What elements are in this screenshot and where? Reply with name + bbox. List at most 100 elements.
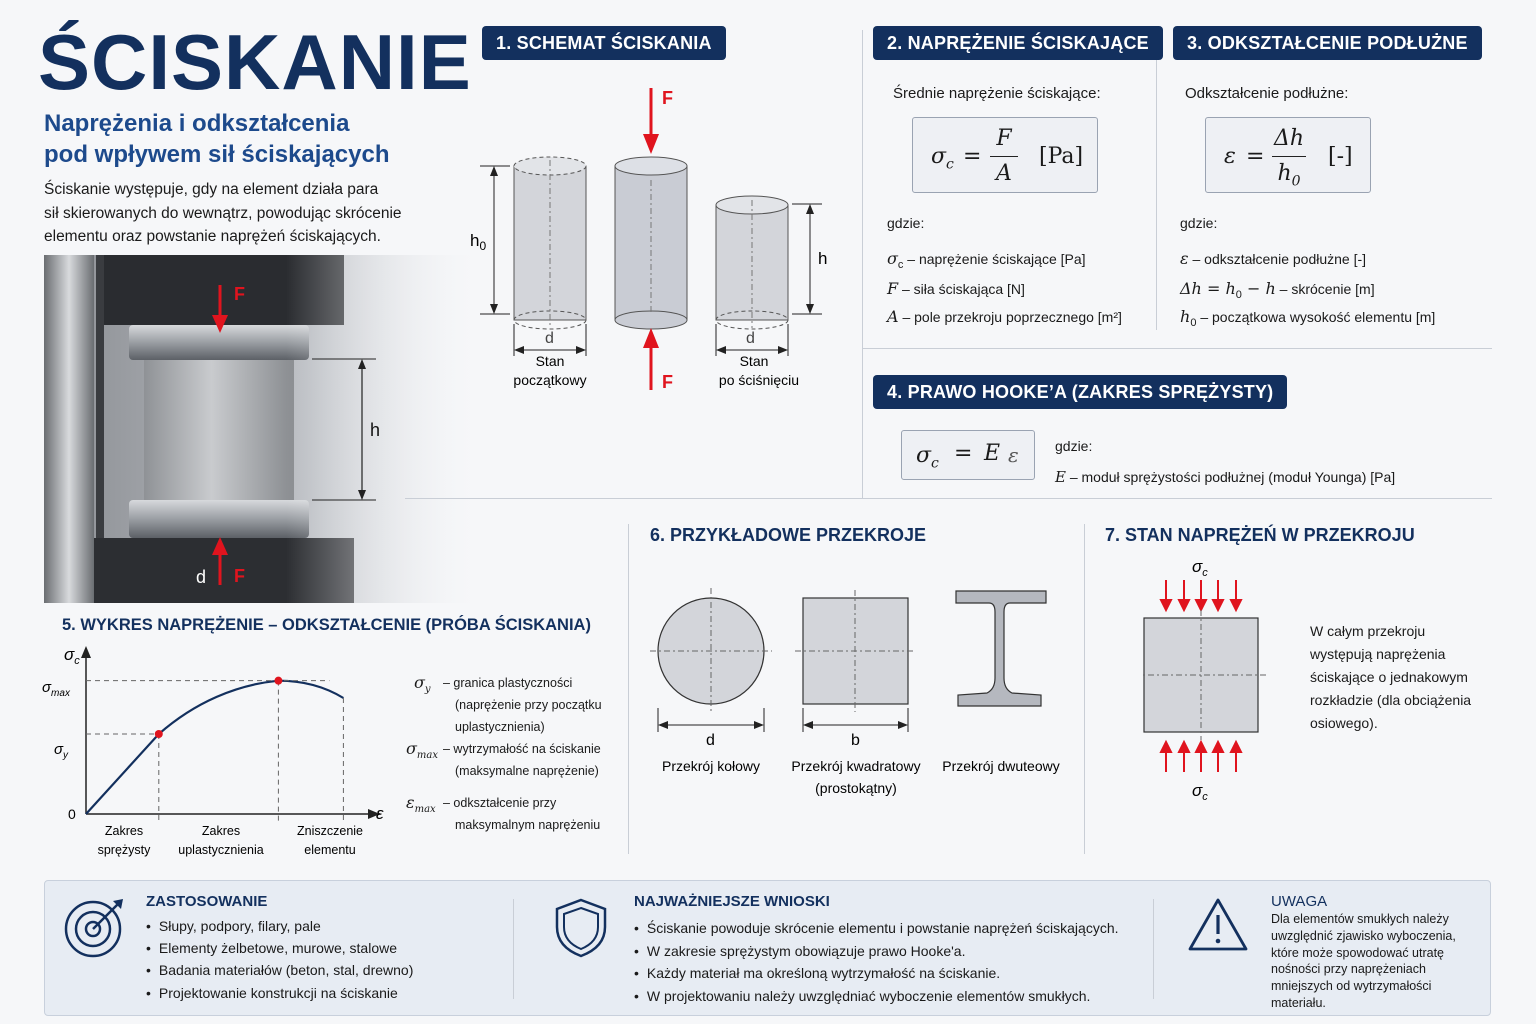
s2-unit: [Pa]: [1039, 144, 1084, 169]
s3-num: Δh: [1273, 126, 1305, 151]
s3-den: h0: [1277, 161, 1301, 190]
sigma-top: σc: [1192, 557, 1208, 579]
s1-f-bottom: F: [662, 372, 673, 392]
divider: [405, 498, 1492, 499]
intro-line: Ściskanie występuje, gdy na element dzia…: [44, 181, 379, 198]
section-7-title: 7. STAN NAPRĘŻEŃ W PRZEKROJU: [1105, 525, 1415, 545]
s2-lhs: σc: [931, 144, 954, 173]
s7-desc-line: osiowego).: [1310, 715, 1378, 731]
divider: [1084, 524, 1085, 854]
s3-def-2: Δh = h0 − h – skrócenie [m]: [1180, 279, 1375, 301]
s7-desc-line: W całym przekroju: [1310, 623, 1426, 639]
circle-label: Przekrój kołowy: [662, 758, 760, 774]
zone-label: Zniszczenie: [297, 824, 363, 838]
s3-lead: Odkształcenie podłużne:: [1185, 85, 1349, 102]
section-2-title: 2. NAPRĘŻENIE ŚCISKAJĄCE: [873, 26, 1163, 60]
section-1-title: 1. SCHEMAT ŚCISKANIA: [482, 26, 726, 60]
circle-dim: d: [706, 732, 715, 749]
origin-label: 0: [68, 806, 76, 822]
shield-icon: [555, 898, 607, 958]
s3-lhs: ε: [1224, 144, 1236, 169]
x-axis-label: ε: [376, 804, 384, 823]
fraction-bar: [990, 156, 1018, 157]
s1-d1: d: [545, 330, 554, 347]
photo-f-bottom: F: [234, 566, 245, 586]
legend-sym: σy: [414, 673, 431, 696]
s4-where: gdzie:: [1055, 438, 1093, 454]
stress-strain-chart: σc ε 0 σmax σy Zakres sprężysty Zakres u…: [42, 645, 384, 857]
fraction-bar: [1272, 156, 1306, 157]
divider: [1153, 899, 1154, 999]
intro-line: sił skierowanych do wewnątrz, powodując …: [44, 204, 402, 222]
s4-lhs: σc: [916, 443, 939, 472]
s2-eq: =: [963, 144, 982, 169]
divider: [513, 899, 514, 999]
legend-text: – wytrzymałość na ściskanie (maksymalne …: [443, 742, 601, 778]
s4-rhs-e: E: [984, 441, 1001, 466]
intro-line: elementu oraz powstanie naprężeń ściskaj…: [44, 228, 381, 245]
conclusions-item: Ściskanie powoduje skrócenie elementu i …: [634, 920, 1119, 936]
s1-initial-label: Stan: [536, 353, 565, 369]
s1-final-label: Stan: [740, 353, 769, 369]
cross-sections: d Przekrój kołowy b Przekrój kwadratowy …: [650, 588, 1060, 796]
warning-icon: [1188, 898, 1248, 951]
target-icon: [64, 899, 123, 958]
subtitle-line: Naprężenia i odkształcenia: [44, 110, 350, 137]
photo-d: d: [196, 567, 206, 587]
conclusions-item: Każdy materiał ma określoną wytrzymałość…: [634, 965, 1000, 981]
s1-final-label: po ściśnięciu: [719, 372, 799, 388]
square-dim: b: [851, 732, 860, 749]
section-5-title: 5. WYKRES NAPRĘŻENIE – ODKSZTAŁCENIE (PR…: [62, 616, 591, 634]
conclusions-item: W projektowaniu należy uwzględniać wyboc…: [634, 988, 1091, 1004]
s7-desc-line: rozkładzie (dla obciążenia: [1310, 692, 1472, 708]
page-title: ŚCISKANIE: [38, 18, 472, 106]
press-illustration: F F h d: [44, 255, 484, 603]
square-label: Przekrój kwadratowy: [791, 758, 920, 774]
conclusions-title: NAJWAŻNIEJSZE WNIOSKI: [634, 893, 830, 910]
warning-text: Dla elementów smukłych należy uwzględnić…: [1271, 912, 1456, 1010]
photo-f-top: F: [234, 284, 245, 304]
s3-def-1: ε – odkształcenie podłużne [-]: [1180, 249, 1367, 268]
warning-title: UWAGA: [1271, 893, 1328, 910]
s7-desc-line: występują naprężenia: [1310, 646, 1446, 662]
s3-unit: [-]: [1328, 144, 1353, 169]
photo-h: h: [370, 420, 380, 440]
s2-def-3: A – pole przekroju poprzecznego [m²]: [887, 307, 1122, 326]
i-beam-label: Przekrój dwuteowy: [942, 758, 1060, 774]
applications-title: ZASTOSOWANIE: [146, 893, 268, 910]
s1-d2: d: [746, 330, 755, 347]
s1-h0: h0: [470, 231, 486, 253]
page-subtitle: Naprężenia i odkształcenia pod wpływem s…: [44, 108, 390, 170]
s2-lead: Średnie naprężenie ściskające:: [893, 85, 1101, 102]
zone-label: Zakres: [105, 824, 143, 838]
divider: [862, 348, 1492, 349]
applications-item: Projektowanie konstrukcji na ściskanie: [146, 985, 398, 1001]
press-photo: F F h d: [44, 255, 484, 603]
y-axis-label: σc: [64, 645, 80, 667]
s3-eq: =: [1246, 144, 1265, 169]
s3-def-3: h0 – początkowa wysokość elementu [m]: [1180, 307, 1436, 329]
yield-point: [154, 730, 163, 738]
summary-panel: ZASTOSOWANIE Słupy, podpory, filary, pal…: [44, 880, 1491, 1016]
s7-description: W całym przekroju występują naprężenia ś…: [1310, 620, 1471, 735]
zone-label: sprężysty: [98, 843, 152, 857]
top-stress-arrows: [1159, 580, 1243, 613]
y-max-label: σmax: [42, 679, 71, 699]
legend-sym: εmax: [406, 793, 436, 816]
section-6-title: 6. PRZYKŁADOWE PRZEKROJE: [650, 525, 927, 545]
legend-text: – granica plastyczności (naprężenie przy…: [443, 676, 602, 734]
stress-strain-line: [85, 679, 344, 815]
zone-label: Zakres: [202, 824, 240, 838]
s2-den: A: [996, 161, 1012, 186]
divider: [628, 524, 629, 854]
s7-desc-line: ściskające o jednakowym: [1310, 669, 1468, 685]
i-beam-section: [955, 590, 1047, 707]
zone-label: elementu: [304, 843, 355, 857]
legend-sym: σmax: [406, 739, 439, 762]
chart-marks: [85, 676, 344, 824]
s1-f-top: F: [662, 88, 673, 108]
max-point: [274, 676, 283, 685]
s2-formula-box: σc = F A [Pa]: [912, 117, 1098, 193]
s1-h: h: [818, 249, 827, 268]
legend-text: – odkształcenie przy maksymalnym napręże…: [443, 796, 601, 832]
